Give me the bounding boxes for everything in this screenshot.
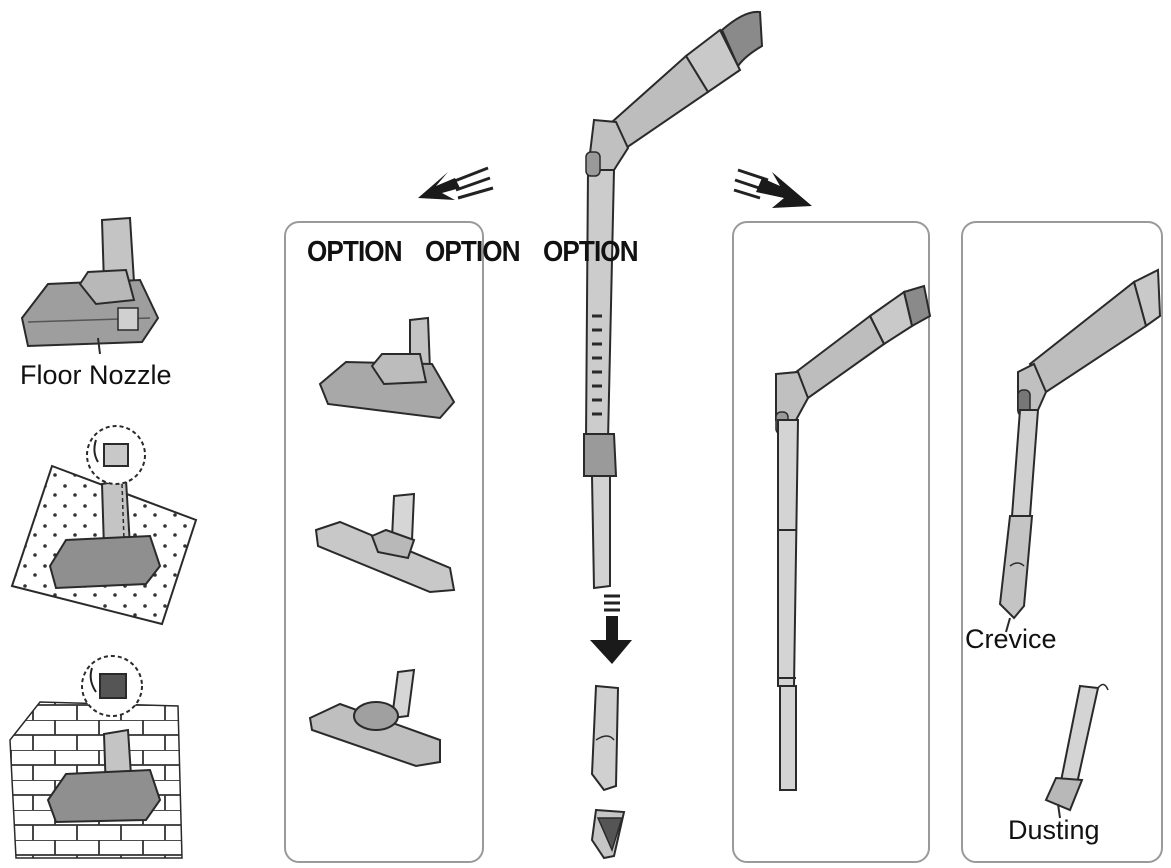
option-label-2: OPTION — [425, 236, 521, 268]
arrow-right-icon — [733, 168, 812, 208]
option-label-1: OPTION — [307, 236, 403, 268]
floor-nozzle-label: Floor Nozzle — [20, 360, 172, 390]
carpet-nozzle-illustration — [10, 425, 198, 626]
panel-options — [284, 221, 484, 863]
wall-nozzle-illustration — [9, 655, 183, 859]
dusting-label: Dusting — [1008, 815, 1100, 845]
crevice-label: Crevice — [965, 624, 1057, 654]
option-nozzle-2 — [314, 492, 456, 594]
tool-wand — [998, 268, 1162, 819]
option-label-3: OPTION — [543, 236, 639, 268]
floor-nozzle-illustration — [20, 216, 160, 355]
arrow-left-icon — [418, 166, 494, 200]
option-nozzle-3 — [308, 668, 441, 768]
central-wand — [583, 10, 764, 860]
option-nozzle-1 — [318, 316, 456, 420]
extended-wand — [775, 284, 932, 791]
panel-tube — [732, 221, 930, 863]
panel-tools — [961, 221, 1163, 863]
